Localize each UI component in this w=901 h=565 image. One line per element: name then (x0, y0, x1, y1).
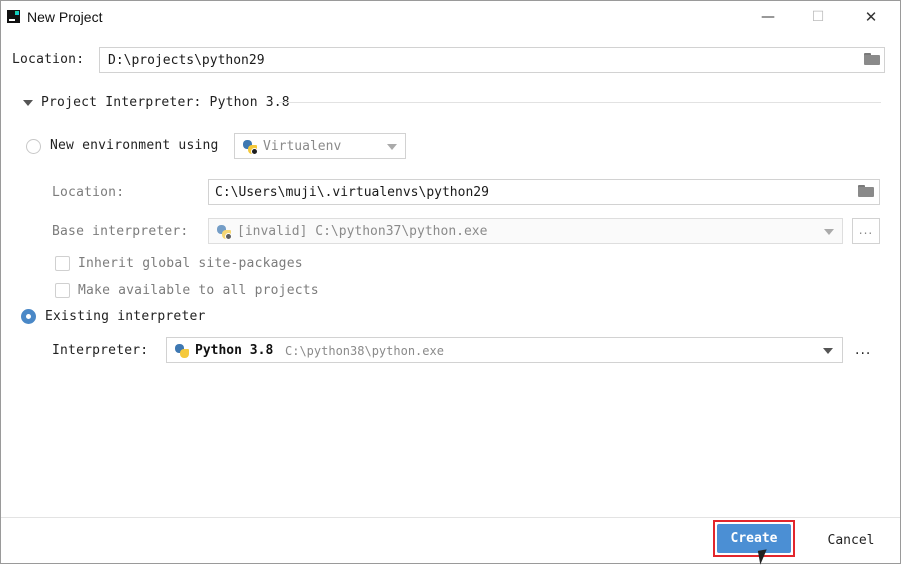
venv-location-value: C:\Users\muji\.virtualenvs\python29 (215, 185, 489, 200)
new-environment-label: New environment using (50, 138, 219, 153)
venv-location-field[interactable]: C:\Users\muji\.virtualenvs\python29 (208, 179, 880, 205)
interpreter-section-title[interactable]: Project Interpreter: Python 3.8 (41, 95, 290, 110)
interpreter-name: Python 3.8 (195, 343, 274, 358)
create-button[interactable]: Create (713, 520, 795, 557)
cancel-button[interactable]: Cancel (827, 533, 875, 548)
environment-tool-dropdown[interactable]: Virtualenv (234, 133, 406, 159)
base-interpreter-value: [invalid] C:\python37\python.exe (237, 224, 488, 239)
interpreter-dropdown[interactable]: Python 3.8 C:\python38\python.exe (166, 337, 843, 363)
chevron-down-icon (823, 348, 833, 354)
inherit-site-packages-checkbox[interactable] (55, 256, 70, 271)
create-button-label: Create (717, 524, 791, 553)
window-title: New Project (27, 9, 103, 25)
footer-separator (1, 517, 900, 518)
maximize-button[interactable]: ☐ (811, 9, 825, 25)
inherit-site-packages-label: Inherit global site-packages (78, 256, 303, 271)
python-icon (174, 343, 190, 359)
base-interpreter-dropdown[interactable]: [invalid] C:\python37\python.exe (208, 218, 843, 244)
existing-interpreter-label: Existing interpreter (45, 309, 206, 324)
minimize-button[interactable]: — (761, 9, 775, 25)
collapse-arrow-icon[interactable] (23, 100, 33, 106)
pycharm-app-icon (7, 10, 20, 23)
base-interpreter-label: Base interpreter: (52, 224, 189, 239)
project-location-label: Location: (12, 52, 85, 67)
title-bar: New Project — ☐ ✕ (1, 1, 900, 33)
browse-base-interpreter-button[interactable]: ... (852, 218, 880, 244)
virtualenv-icon (242, 139, 258, 155)
new-environment-radio[interactable] (26, 139, 41, 154)
venv-location-label: Location: (52, 185, 125, 200)
close-button[interactable]: ✕ (864, 8, 878, 26)
interpreter-label: Interpreter: (52, 343, 149, 358)
interpreter-path: C:\python38\python.exe (285, 344, 444, 358)
environment-tool-value: Virtualenv (263, 139, 342, 154)
section-separator (279, 102, 881, 103)
folder-icon[interactable] (858, 185, 874, 197)
make-available-label: Make available to all projects (78, 283, 319, 298)
chevron-down-icon (387, 144, 397, 150)
chevron-down-icon (824, 229, 834, 235)
browse-interpreter-button[interactable]: ... (855, 342, 872, 358)
python-icon (216, 224, 232, 240)
existing-interpreter-radio[interactable] (21, 309, 36, 324)
make-available-checkbox[interactable] (55, 283, 70, 298)
project-location-field[interactable]: D:\projects\python29 (99, 47, 885, 73)
project-location-value: D:\projects\python29 (108, 53, 265, 68)
folder-icon[interactable] (864, 53, 880, 65)
